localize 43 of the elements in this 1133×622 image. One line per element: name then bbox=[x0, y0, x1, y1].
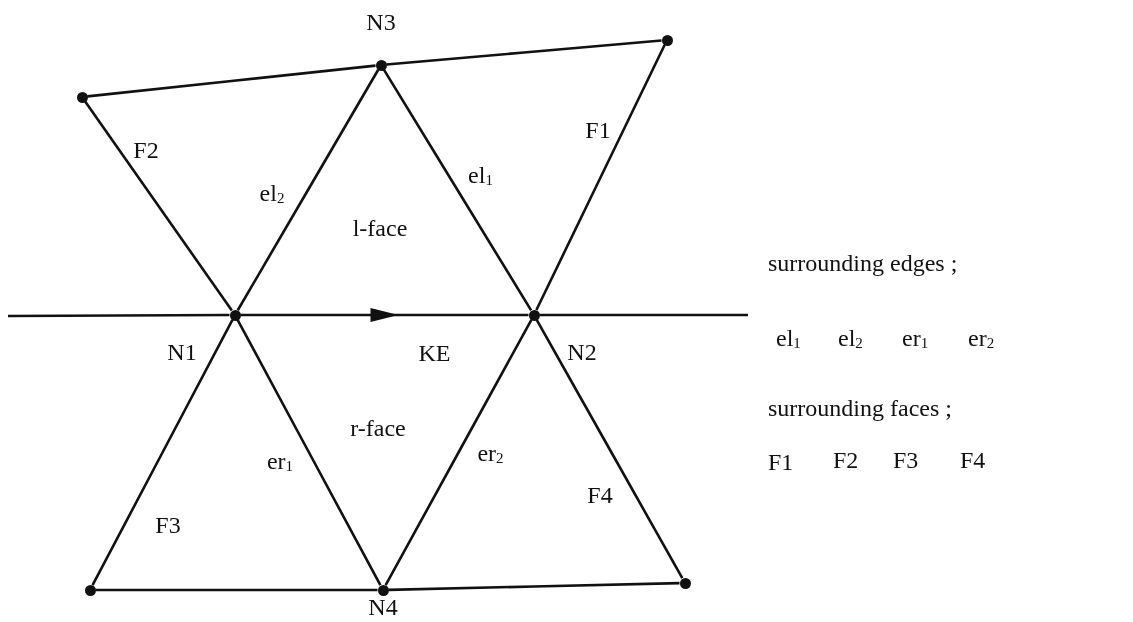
vertex-dot bbox=[377, 584, 389, 596]
mesh-edge-line bbox=[236, 69, 380, 311]
note-text: el$_{1}$ bbox=[776, 325, 801, 351]
arrow bbox=[240, 308, 529, 322]
vertex-label: N2 bbox=[567, 340, 597, 364]
vertex-dot bbox=[76, 91, 88, 103]
mesh-edge-line bbox=[535, 44, 666, 311]
note-text: F3 bbox=[893, 448, 919, 472]
vertex-dot bbox=[229, 309, 241, 321]
mesh-edge-line bbox=[539, 313, 748, 317]
vertex-label: N4 bbox=[368, 595, 398, 619]
mesh-edge-line bbox=[388, 581, 680, 592]
vertex-dot bbox=[84, 584, 96, 596]
note-text: F2 bbox=[833, 448, 859, 472]
note-text: er$_{2}$ bbox=[968, 325, 995, 351]
vertex-dot bbox=[375, 59, 387, 71]
mesh-edge-line bbox=[84, 100, 233, 312]
mesh-edge-line bbox=[386, 39, 662, 66]
vertex-label: N3 bbox=[366, 10, 396, 34]
note-text: er$_{1}$ bbox=[902, 325, 929, 351]
mesh-edge-line bbox=[87, 64, 376, 98]
mesh-edge-line bbox=[236, 319, 382, 586]
vertex-label: N1 bbox=[167, 340, 197, 364]
face-label: F3 bbox=[155, 513, 181, 537]
vertex-dot bbox=[528, 309, 540, 321]
face-label: F1 bbox=[585, 118, 611, 142]
vertex-dot bbox=[661, 34, 673, 46]
mesh-edge-line bbox=[535, 319, 684, 579]
face-label: F2 bbox=[133, 138, 159, 162]
mesh-edge-line bbox=[382, 69, 533, 311]
mesh-edge-line bbox=[95, 588, 378, 592]
note-text: F4 bbox=[960, 448, 986, 472]
face-label: l-face bbox=[352, 216, 408, 240]
note-text: F1 bbox=[768, 450, 794, 474]
mesh-edge-line bbox=[91, 319, 234, 586]
mesh-edge-line bbox=[8, 313, 230, 318]
note-text: surrounding faces ; bbox=[768, 396, 952, 420]
vertex-dot bbox=[679, 577, 691, 589]
face-label: F4 bbox=[587, 483, 613, 507]
note-text: surrounding edges ; bbox=[768, 251, 958, 275]
face-label: r-face bbox=[350, 416, 406, 440]
note-text: el$_{2}$ bbox=[838, 325, 863, 351]
mesh-edge-line bbox=[384, 319, 533, 586]
